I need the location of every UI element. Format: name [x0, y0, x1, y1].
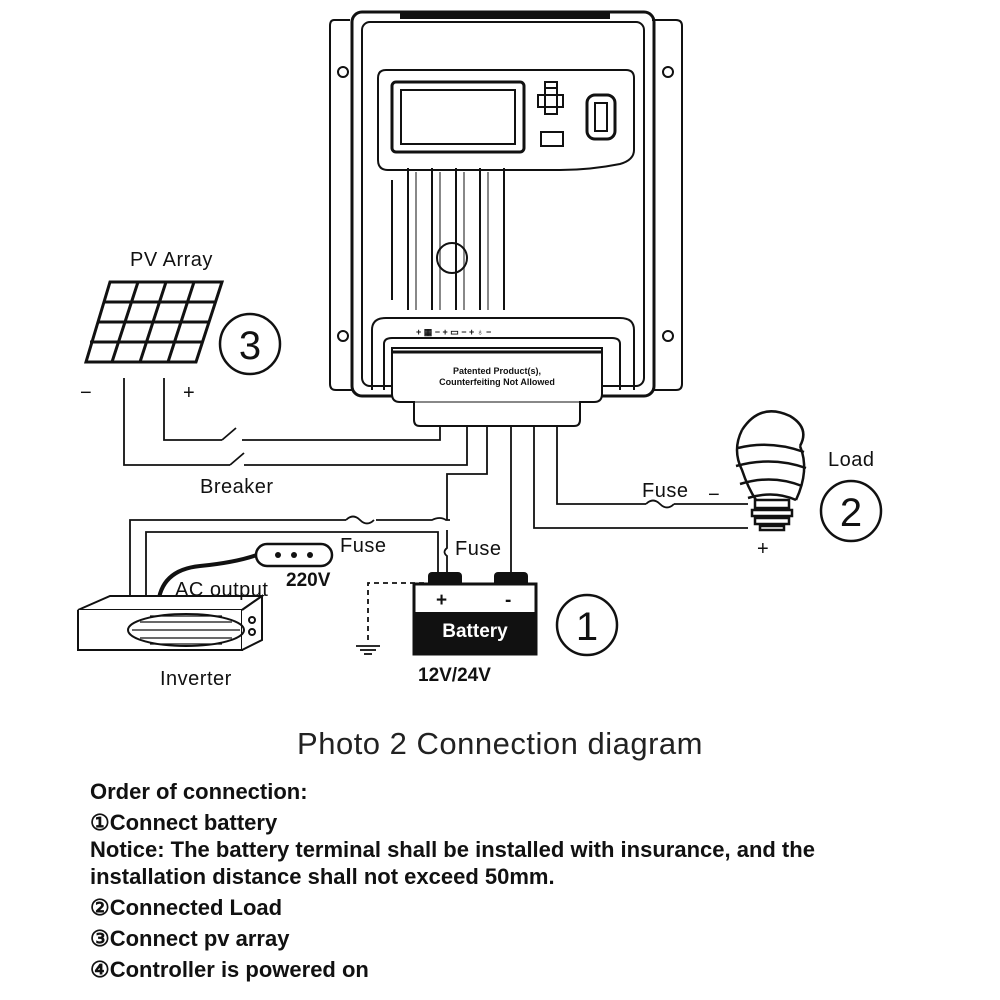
- connection-instructions: Order of connection: ①Connect battery No…: [90, 778, 970, 983]
- svg-text:1: 1: [576, 605, 598, 649]
- svg-text:Counterfeiting Not Allowed: Counterfeiting Not Allowed: [439, 377, 555, 387]
- step-3-text: ③Connect pv array: [90, 926, 290, 951]
- load-plus: +: [757, 538, 769, 560]
- battery-plus: +: [436, 590, 447, 611]
- charge-controller: [329, 10, 683, 398]
- notice-line-2: installation distance shall not exceed 5…: [90, 864, 555, 889]
- load-label: Load: [828, 449, 875, 471]
- wiring-diagram: + ▦ − + ▭ − + ♁ − Patented Product(s), C…: [77, 10, 883, 690]
- svg-text:+ ▦ − + ▭ − + ♁ −: + ▦ − + ▭ − + ♁ −: [416, 327, 491, 337]
- battery: + - Battery: [412, 572, 538, 656]
- pv-array-panel: [83, 280, 225, 364]
- step-2-text: ②Connected Load: [90, 895, 283, 920]
- inverter-label: Inverter: [160, 668, 232, 690]
- instructions-heading: Order of connection:: [90, 779, 308, 804]
- figure-caption: Photo 2 Connection diagram: [297, 726, 703, 761]
- load-fuse-label: Fuse: [642, 480, 688, 502]
- ac-output-label: AC output: [175, 579, 268, 601]
- wiring: [123, 378, 748, 655]
- svg-text:2: 2: [840, 491, 862, 535]
- pv-array-label: PV Array: [130, 249, 213, 271]
- step-1-text: ①Connect battery: [90, 810, 278, 835]
- battery-fuse-label: Fuse: [455, 538, 501, 560]
- step-1-marker: 1: [555, 593, 619, 657]
- pv-plus: +: [183, 382, 195, 404]
- load-bulb: [735, 410, 807, 532]
- ac-socket: [254, 542, 334, 568]
- step-3-marker: 3: [218, 312, 282, 376]
- battery-label: Battery: [442, 621, 508, 642]
- battery-minus: -: [505, 590, 511, 611]
- ac-voltage-label: 220V: [286, 570, 331, 591]
- breaker-label: Breaker: [200, 476, 274, 498]
- load-minus: −: [708, 484, 720, 506]
- inverter-fuse-label: Fuse: [340, 535, 386, 557]
- inverter: [77, 594, 266, 651]
- terminal-symbols: + ▦ − + ▭ − + ♁ −: [416, 327, 491, 337]
- step-4-text: ④Controller is powered on: [90, 957, 369, 982]
- svg-text:3: 3: [239, 324, 261, 368]
- svg-text:Patented Product(s),: Patented Product(s),: [453, 366, 541, 376]
- battery-voltage: 12V/24V: [418, 665, 491, 686]
- patent-sticker: Patented Product(s), Counterfeiting Not …: [391, 347, 603, 427]
- notice-line-1: Notice: The battery terminal shall be in…: [90, 837, 815, 862]
- step-2-marker: 2: [819, 479, 883, 543]
- pv-minus: −: [80, 382, 92, 404]
